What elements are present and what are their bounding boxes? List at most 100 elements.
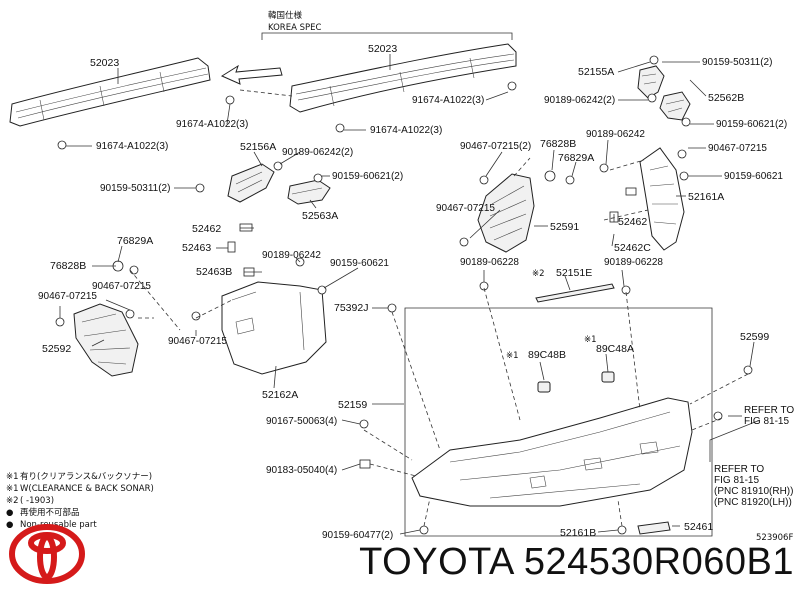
leader-lines bbox=[59, 54, 761, 535]
callout: 90159-50311(2) bbox=[100, 183, 170, 194]
bracket-52563a bbox=[287, 179, 331, 205]
legend-text: ( -1903) bbox=[20, 496, 54, 506]
spec-note-jp: 韓国仕様 bbox=[268, 10, 303, 21]
callout: 90189-06228 bbox=[604, 257, 663, 268]
sensor-89c48b bbox=[537, 381, 551, 393]
callout: 52463B bbox=[196, 266, 232, 278]
callout: 52023 bbox=[368, 43, 397, 55]
callout: 90159-60477(2) bbox=[322, 530, 393, 541]
legend-text: 再使用不可部品 bbox=[20, 507, 80, 518]
refer-note-2-line-1: REFER TO bbox=[714, 464, 764, 475]
legend-text: Non-reusable part bbox=[20, 520, 97, 530]
refer-note-2-line-2: FIG 81-15 bbox=[714, 475, 759, 486]
callout: 52462 bbox=[192, 223, 221, 235]
callout: ※1 bbox=[506, 351, 519, 361]
brand-name: TOYOTA bbox=[359, 541, 513, 583]
bumper-cover-52159 bbox=[411, 397, 693, 507]
callout: 52151E bbox=[556, 267, 592, 279]
callout: 90167-50063(4) bbox=[266, 416, 337, 427]
callout: 91674-A1022(3) bbox=[176, 119, 248, 130]
callout: 90159-60621 bbox=[330, 258, 389, 269]
refer-note-2-line-3: (PNC 81910(RH)) bbox=[714, 486, 793, 497]
callout: 90467-07215 bbox=[168, 336, 227, 347]
legend-text: W(CLEARANCE & BACK SONAR) bbox=[20, 484, 154, 494]
callout: 52592 bbox=[42, 343, 71, 355]
callout: 91674-A1022(3) bbox=[412, 95, 484, 106]
legend-mark: ※1 bbox=[6, 472, 19, 482]
callout: 90467-07215(2) bbox=[460, 141, 531, 152]
legend-text: 有り(クリアランス&バックソナー) bbox=[20, 471, 152, 482]
callout: 52159 bbox=[338, 399, 367, 411]
callout: 52161A bbox=[688, 191, 724, 203]
callout: 90189-06242(2) bbox=[544, 95, 615, 106]
retainer-52591 bbox=[477, 173, 535, 253]
callout: 90159-50311(2) bbox=[702, 57, 772, 68]
callout: 89C48A bbox=[596, 343, 634, 355]
sensor-89c48a bbox=[601, 371, 615, 383]
legend-mark: ※1 bbox=[6, 484, 19, 494]
refer-note-1-line-1: REFER TO bbox=[744, 405, 794, 416]
callout: 90467-07215 bbox=[92, 281, 151, 292]
bumper-cover-frame bbox=[404, 307, 713, 537]
callout: 90159-60621 bbox=[724, 171, 783, 182]
legend-mark: ※2 bbox=[6, 496, 19, 506]
callout: 76828B bbox=[540, 138, 576, 150]
callout: ※1 bbox=[584, 335, 597, 345]
callout: 75392J bbox=[334, 302, 368, 314]
spec-note-en: KOREA SPEC bbox=[268, 23, 321, 33]
toyota-logo-icon bbox=[9, 524, 85, 584]
callout: 52161B bbox=[560, 527, 596, 539]
side-extension-52162a bbox=[221, 281, 327, 375]
callout: 90467-07215 bbox=[436, 203, 495, 214]
callout: 52563A bbox=[302, 210, 338, 222]
corner-piece-52161a bbox=[639, 147, 685, 251]
arrow-icon bbox=[220, 64, 283, 85]
callout: 52591 bbox=[550, 221, 579, 233]
callout: 52162A bbox=[262, 389, 298, 401]
legend: ※1 有り(クリアランス&バックソナー) ※1 W(CLEARANCE & BA… bbox=[6, 471, 154, 530]
callout: 52155A bbox=[578, 66, 614, 78]
callout: 52461 bbox=[684, 521, 713, 533]
korea-spec-bracket: 韓国仕様 KOREA SPEC bbox=[261, 10, 513, 40]
callout: 90189-06228 bbox=[460, 257, 519, 268]
bracket-52562b bbox=[659, 91, 691, 121]
part-title: TOYOTA 524530R060B1 bbox=[298, 540, 794, 584]
part-number: 524530R060B1 bbox=[523, 541, 794, 583]
callout: 90183-05040(4) bbox=[266, 465, 337, 476]
bracket-52156a bbox=[227, 163, 275, 203]
callout: 76829A bbox=[558, 152, 594, 164]
legend-mark: ● bbox=[6, 508, 13, 518]
molding-52151e bbox=[535, 283, 615, 303]
refer-note-2-line-4: (PNC 81920(LH)) bbox=[714, 497, 792, 508]
reinforcement-beam-right bbox=[289, 43, 517, 113]
legend-mark: ● bbox=[6, 520, 13, 530]
callout: 52023 bbox=[90, 57, 119, 69]
callout: 91674-A1022(3) bbox=[370, 125, 442, 136]
bracket-52155a bbox=[637, 65, 665, 99]
callout: 89C48B bbox=[528, 349, 566, 361]
reflector-52461 bbox=[637, 521, 671, 535]
callout: 52562B bbox=[708, 92, 744, 104]
callout: 90467-07215 bbox=[708, 143, 767, 154]
callout: 52599 bbox=[740, 331, 769, 343]
callout-labels: 52023 52023 91674-A1022(3) 91674-A1022(3… bbox=[38, 43, 794, 543]
callout: 52462 bbox=[618, 216, 647, 228]
callout: 52156A bbox=[240, 141, 276, 153]
retainer-52592 bbox=[73, 303, 139, 377]
callout: 90189-06242(2) bbox=[282, 147, 353, 158]
callout: ※2 bbox=[532, 269, 545, 279]
callout: 91674-A1022(3) bbox=[96, 141, 168, 152]
figure-code: 523906F bbox=[756, 533, 793, 543]
callout: 90159-60621(2) bbox=[332, 171, 403, 182]
callout: 90467-07215 bbox=[38, 291, 97, 302]
callout: 90189-06242 bbox=[262, 250, 321, 261]
callout: 52462C bbox=[614, 242, 651, 254]
callout: 90189-06242 bbox=[586, 129, 645, 140]
dashed-guides bbox=[129, 89, 749, 527]
reinforcement-beam-left bbox=[9, 57, 211, 127]
refer-note-1-line-2: FIG 81-15 bbox=[744, 416, 789, 427]
callout: 76828B bbox=[50, 260, 86, 272]
callout: 90159-60621(2) bbox=[716, 119, 787, 130]
callout: 52463 bbox=[182, 242, 211, 254]
